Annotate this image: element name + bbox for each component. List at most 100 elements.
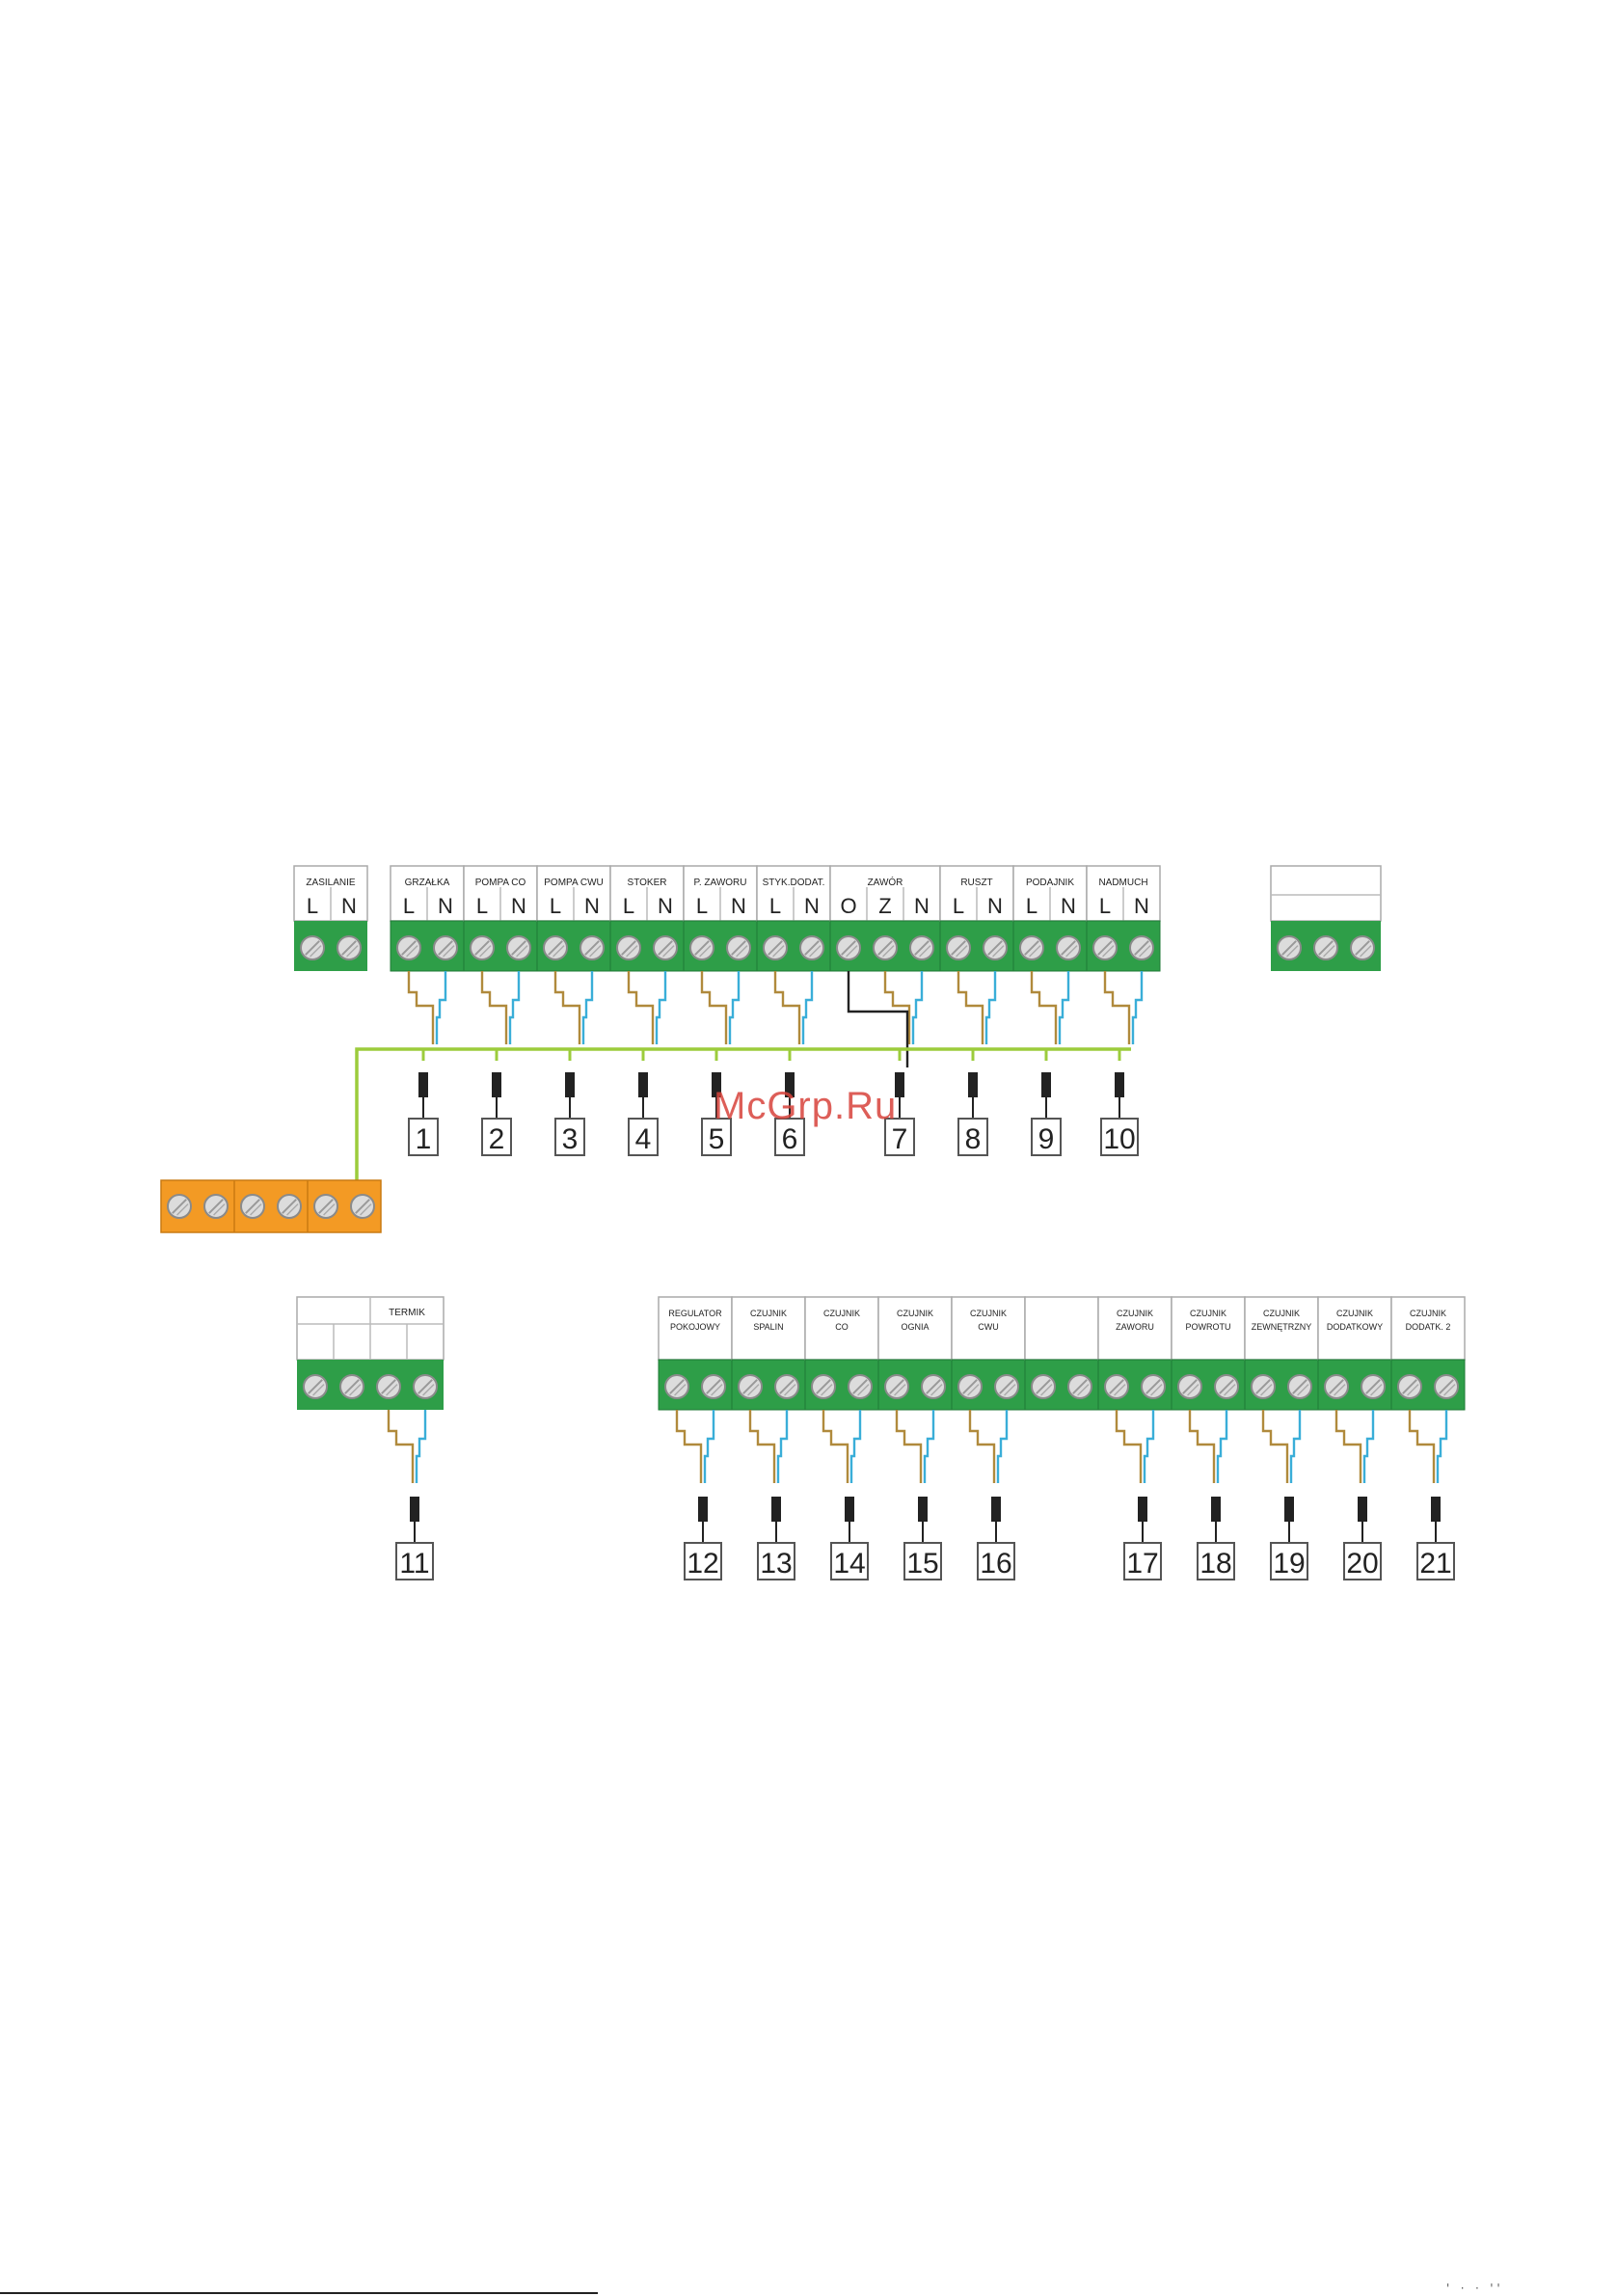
ground-screw-slot2 bbox=[176, 1203, 189, 1216]
sensor-screw-slot2 bbox=[1370, 1384, 1383, 1396]
spare-screw-slot2 bbox=[1323, 945, 1335, 958]
termik-screw-slot bbox=[418, 1379, 433, 1394]
footer-marks: ' · · ' ' bbox=[1446, 2282, 1500, 2295]
output-screw-slot bbox=[1061, 940, 1076, 956]
output-screw-slot bbox=[914, 940, 930, 956]
ground-wire bbox=[355, 1047, 1131, 1184]
output-screw-slot bbox=[548, 940, 563, 956]
sensor-screw-slot2 bbox=[1334, 1384, 1346, 1396]
output-cable-1-number-box bbox=[408, 1118, 439, 1156]
output-screw-slot bbox=[877, 940, 893, 956]
output-screw-slot2 bbox=[552, 945, 565, 958]
output-block-label: P. ZAWORU bbox=[693, 878, 746, 888]
termik-label: TERMIK bbox=[389, 1308, 425, 1318]
output-screw-slot2 bbox=[406, 945, 418, 958]
sensor-block-header bbox=[1390, 1296, 1466, 1361]
sensor-label-line2: POKOJOWY bbox=[670, 1322, 720, 1332]
ground-screw-slot2 bbox=[250, 1203, 262, 1216]
sensor-cable-15-number-box bbox=[903, 1542, 942, 1580]
sensor-screw-slot bbox=[889, 1379, 904, 1394]
output-pin-label: N bbox=[658, 894, 673, 918]
sensor-screw-slot bbox=[852, 1379, 868, 1394]
output-screw-slot bbox=[511, 940, 526, 956]
sensor-screw-slot bbox=[779, 1379, 795, 1394]
output-cable-8-cable-cap bbox=[968, 1072, 978, 1097]
power-screw-slot bbox=[305, 940, 320, 956]
output-screw-slot2 bbox=[479, 945, 492, 958]
sensor-screw-slot bbox=[1219, 1379, 1234, 1394]
sensor-block-header bbox=[731, 1296, 806, 1361]
output-9-brown-wire bbox=[1103, 971, 1131, 1044]
termik-screw-slot2 bbox=[386, 1384, 398, 1396]
output-block-label: STOKER bbox=[628, 878, 667, 888]
sensor-label-line1: REGULATOR bbox=[668, 1309, 722, 1318]
sensor-screw-slot2 bbox=[784, 1384, 796, 1396]
output-cable-4-cable-cap bbox=[638, 1072, 648, 1097]
sensor-label-line1: CZUJNIK bbox=[1410, 1309, 1446, 1318]
spare-screw-slot bbox=[1318, 940, 1334, 956]
sensor-label-line1: CZUJNIK bbox=[1190, 1309, 1226, 1318]
output-7-blue-wire bbox=[984, 971, 997, 1044]
valve-open-wire bbox=[847, 971, 909, 1067]
output-cable-3-cable-cap bbox=[565, 1072, 575, 1097]
sensor-label-line1: CZUJNIK bbox=[1336, 1309, 1373, 1318]
power-pin-label: N bbox=[341, 894, 357, 918]
sensor-label-line2: ZEWNĘTRZNY bbox=[1252, 1322, 1312, 1332]
sensor-block-header bbox=[1244, 1296, 1319, 1361]
output-screw-slot2 bbox=[1065, 945, 1078, 958]
sensor-cable-19-cable-cap bbox=[1284, 1497, 1294, 1522]
sensor-9-blue-wire bbox=[1362, 1410, 1375, 1483]
output-screw-slot2 bbox=[846, 945, 858, 958]
sensor-screw-slot bbox=[816, 1379, 831, 1394]
output-block-label: RUSZT bbox=[960, 878, 992, 888]
sensor-cable-21-number-box bbox=[1416, 1542, 1455, 1580]
output-2-blue-wire bbox=[581, 971, 594, 1044]
sensor-cable-12-cable-cap bbox=[698, 1497, 708, 1522]
sensor-screw-slot2 bbox=[930, 1384, 943, 1396]
output-cable-8-number-box bbox=[957, 1118, 988, 1156]
sensor-cable-20-number-box bbox=[1343, 1542, 1382, 1580]
sensor-block-header bbox=[1024, 1296, 1099, 1361]
termik-screw-slot bbox=[344, 1379, 360, 1394]
output-5-brown-wire bbox=[773, 971, 801, 1044]
output-block-label: NADMUCH bbox=[1098, 878, 1147, 888]
sensor-screw-slot bbox=[669, 1379, 685, 1394]
sensor-9-brown-wire bbox=[1334, 1410, 1362, 1483]
sensor-label-line1: CZUJNIK bbox=[823, 1309, 860, 1318]
sensor-screw-slot bbox=[1036, 1379, 1051, 1394]
output-pin-label: L bbox=[623, 894, 634, 918]
output-4-blue-wire bbox=[728, 971, 741, 1044]
sensor-screw-slot2 bbox=[747, 1384, 760, 1396]
power-screw-slot2 bbox=[346, 945, 359, 958]
sensor-2-brown-wire bbox=[822, 1410, 849, 1483]
sensor-cable-20-cable-cap bbox=[1358, 1497, 1367, 1522]
output-6-blue-wire bbox=[911, 971, 924, 1044]
sensor-label-line2: DODATK. 2 bbox=[1406, 1322, 1451, 1332]
output-pin-label: N bbox=[987, 894, 1003, 918]
sensor-screw-slot2 bbox=[1297, 1384, 1309, 1396]
output-screw-slot2 bbox=[699, 945, 712, 958]
ground-screw-slot bbox=[355, 1199, 370, 1214]
sensor-label-line2: CO bbox=[835, 1322, 849, 1332]
output-cable-5-cable-cap bbox=[712, 1072, 721, 1097]
output-pin-label: N bbox=[1134, 894, 1149, 918]
sensor-3-brown-wire bbox=[895, 1410, 923, 1483]
output-2-brown-wire bbox=[553, 971, 581, 1044]
output-cable-9-number-box bbox=[1031, 1118, 1062, 1156]
output-screw-slot bbox=[768, 940, 783, 956]
sensor-screw-slot bbox=[706, 1379, 721, 1394]
output-pin-label: L bbox=[1099, 894, 1111, 918]
output-pin-label: L bbox=[550, 894, 561, 918]
output-cable-9-number: 9 bbox=[1038, 1123, 1055, 1155]
sensor-6-brown-wire bbox=[1115, 1410, 1143, 1483]
sensor-screw-slot2 bbox=[1443, 1384, 1456, 1396]
output-cable-6-cable-cap bbox=[785, 1072, 795, 1097]
sensor-block-header bbox=[1317, 1296, 1392, 1361]
output-pin-label: N bbox=[1061, 894, 1076, 918]
sensor-cable-16-cable-cap bbox=[991, 1497, 1001, 1522]
output-cable-1-number: 1 bbox=[416, 1123, 432, 1155]
sensor-screw-slot2 bbox=[894, 1384, 906, 1396]
spare-screw-slot2 bbox=[1360, 945, 1372, 958]
output-screw-slot bbox=[987, 940, 1003, 956]
power-screw-slot bbox=[341, 940, 357, 956]
